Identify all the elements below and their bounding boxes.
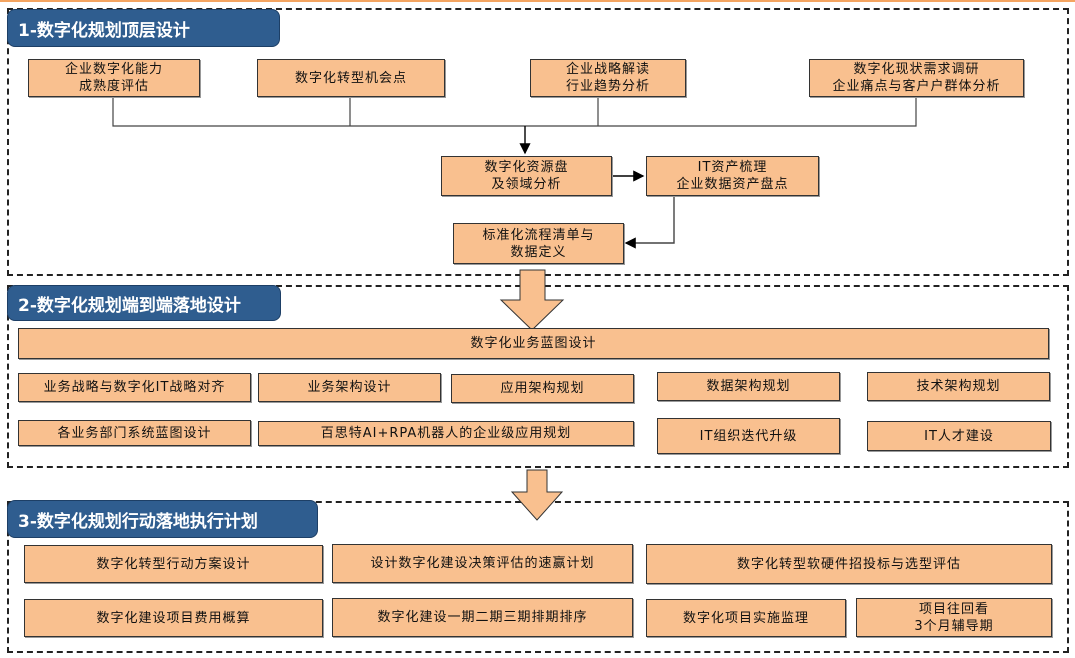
box-text: 应用架构规划 [500,381,585,396]
box-text: IT资产梳理 [697,160,768,175]
box-text: 企业战略解读 [565,62,650,77]
big-down-arrow-1 [499,269,565,331]
box-text: 数据架构规划 [706,379,791,394]
box-text: 成熟度评估 [78,79,149,94]
box-text: 项目往回看 [918,601,989,617]
section-1-title: 1-数字化规划顶层设计 [7,9,280,47]
box-implementation-supervision: 数字化项目实施监理 [646,599,846,637]
box-text: 数字化建设一期二期三期排期排序 [377,610,588,625]
box-action-plan: 数字化转型行动方案设计 [24,545,323,583]
box-phase-scheduling: 数字化建设一期二期三期排期排序 [332,598,633,637]
connector-line [112,96,917,127]
box-text: 3个月辅导期 [914,618,994,634]
box-process-list: 标准化流程清单与数据定义 [453,223,624,264]
box-text: 数据定义 [510,244,567,260]
box-ai-rpa-planning: 百思特AI+RPA机器人的企业级应用规划 [258,421,634,446]
box-text: 各业务部门系统蓝图设计 [57,425,212,441]
box-procurement-evaluation: 数字化转型软硬件招投标与选型评估 [646,544,1052,584]
box-text: 数字化业务蓝图设计 [470,336,597,351]
box-text: IT人才建设 [924,428,994,444]
box-text: 企业数据资产盘点 [676,177,789,192]
box-it-talent: IT人才建设 [867,421,1051,451]
box-maturity-assessment: 企业数字化能力成熟度评估 [28,59,200,97]
box-text: 数字化转型行动方案设计 [96,556,251,572]
box-resource-inventory: 数字化资源盘及领域分析 [441,156,612,196]
box-business-architecture: 业务架构设计 [258,373,441,402]
box-application-architecture: 应用架构规划 [451,374,634,403]
section-3-title: 3-数字化规划行动落地执行计划 [7,500,318,538]
box-text: 数字化建设项目费用概算 [96,610,251,626]
box-text: 百思特AI+RPA机器人的企业级应用规划 [320,426,572,441]
box-text: 设计数字化建设决策评估的速赢计划 [370,556,595,571]
box-text: 及领域分析 [491,177,562,192]
box-data-architecture: 数据架构规划 [657,372,840,401]
big-down-arrow-2 [510,469,564,521]
box-business-blueprint: 数字化业务蓝图设计 [18,328,1049,359]
box-text: 数字化转型软硬件招投标与选型评估 [736,556,961,572]
box-it-asset: IT资产梳理企业数据资产盘点 [646,156,819,196]
arrow-to-process-box [624,195,675,249]
box-text: 数字化转型机会点 [294,70,407,86]
box-text: 企业数字化能力 [64,62,163,77]
box-it-organization: IT组织迭代升级 [657,418,840,454]
box-tech-architecture: 技术架构规划 [867,372,1050,401]
box-text: 业务战略与数字化IT战略对齐 [43,380,226,395]
box-text: 行业趋势分析 [565,79,650,94]
box-strategy-alignment: 业务战略与数字化IT战略对齐 [18,373,251,402]
box-strategy-interpretation: 企业战略解读行业趋势分析 [530,59,686,97]
box-text: 标准化流程清单与 [482,227,595,243]
box-text: 数字化现状需求调研 [853,62,980,77]
box-cost-estimate: 数字化建设项目费用概算 [24,599,323,637]
box-text: 数字化项目实施监理 [682,610,809,626]
box-text: 企业痛点与客户户群体分析 [832,79,1001,94]
box-transformation-opportunity: 数字化转型机会点 [257,59,445,97]
box-text: IT组织迭代升级 [699,428,798,444]
box-status-research: 数字化现状需求调研企业痛点与客户户群体分析 [809,59,1024,97]
box-department-blueprint: 各业务部门系统蓝图设计 [18,420,251,446]
section-2-title: 2-数字化规划端到端落地设计 [7,285,281,321]
box-text: 数字化资源盘 [484,160,569,175]
box-quick-win-plan: 设计数字化建设决策评估的速赢计划 [332,544,633,583]
top-accent-line [0,0,1075,2]
box-text: 技术架构规划 [916,379,1001,394]
box-text: 业务架构设计 [307,380,392,395]
